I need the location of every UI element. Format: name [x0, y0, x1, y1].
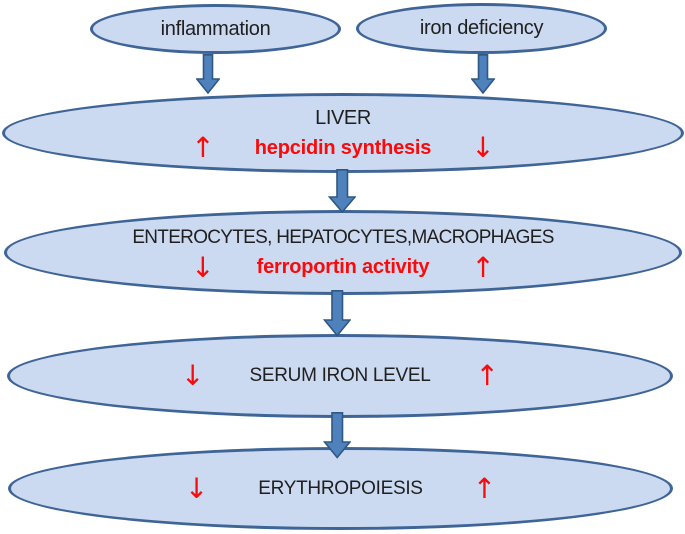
decrease-arrow-glyph: ↓ — [471, 131, 495, 164]
node-erythropoiesis-row: ↓ ERYTHROPOIESIS ↑ — [184, 471, 497, 505]
node-enterocytes-process-row: ↓ ferroportin activity ↑ — [191, 250, 495, 284]
decrease-arrow-glyph: ↓ — [191, 250, 215, 284]
node-serum-label: SERUM IRON LEVEL — [249, 365, 431, 386]
node-enterocytes-hepatocytes-macrophages: ENTEROCYTES, HEPATOCYTES,MACROPHAGES ↓ f… — [4, 210, 682, 295]
node-inflammation-label: inflammation — [160, 17, 271, 40]
node-liver: LIVER ↑ hepcidin synthesis ↓ — [2, 93, 684, 173]
down-arrow-connector-liver-to-enterocytes — [328, 169, 356, 213]
increase-arrow-glyph: ↑ — [475, 359, 499, 392]
node-iron-deficiency-label: iron deficiency — [419, 17, 544, 39]
node-inflammation: inflammation — [90, 4, 341, 54]
down-arrow-connector-enterocytes-to-serum — [323, 290, 351, 337]
process-label-hepcidin-synthesis: hepcidin synthesis — [254, 136, 432, 159]
increase-arrow-glyph: ↑ — [191, 131, 215, 164]
process-label-ferroportin-activity: ferroportin activity — [256, 256, 430, 278]
node-liver-title: LIVER — [315, 106, 371, 129]
node-serum-row: ↓ SERUM IRON LEVEL ↑ — [181, 361, 499, 391]
node-liver-process-row: ↑ hepcidin synthesis ↓ — [191, 133, 494, 163]
node-enterocytes-title: ENTEROCYTES, HEPATOCYTES,MACROPHAGES — [132, 226, 554, 248]
down-arrow-connector-irondeficiency-to-liver — [471, 54, 495, 94]
node-iron-deficiency: iron deficiency — [356, 3, 607, 54]
decrease-arrow-glyph: ↓ — [184, 471, 209, 505]
increase-arrow-glyph: ↑ — [471, 250, 495, 284]
node-erythropoiesis: ↓ ERYTHROPOIESIS ↑ — [8, 447, 673, 530]
node-erythropoiesis-label: ERYTHROPOIESIS — [258, 477, 423, 499]
decrease-arrow-glyph: ↓ — [181, 359, 205, 392]
down-arrow-connector-inflammation-to-liver — [196, 54, 220, 94]
down-arrow-connector-serum-to-erythropoiesis — [323, 412, 351, 459]
node-serum-iron-level: ↓ SERUM IRON LEVEL ↑ — [7, 334, 673, 418]
increase-arrow-glyph: ↑ — [472, 471, 497, 505]
